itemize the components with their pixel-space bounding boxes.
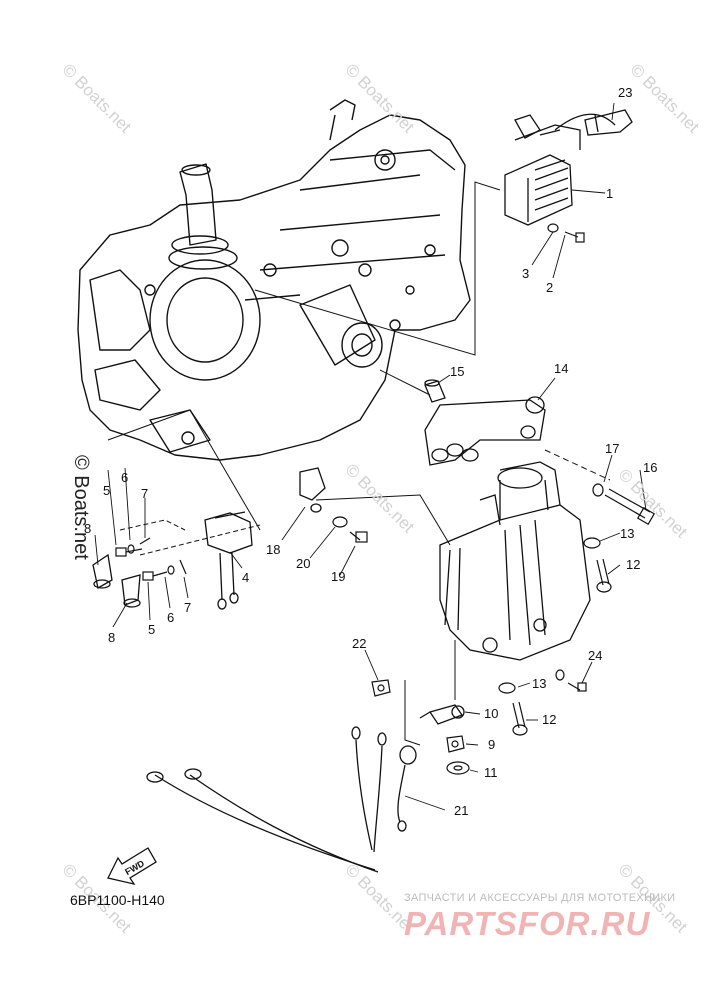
callout-11: 11 — [484, 765, 498, 780]
terminal-10 — [419, 704, 465, 725]
brand-subtitle: ЗАПЧАСТИ И АКСЕССУАРЫ ДЛЯ МОТОТЕХНИКИ — [404, 892, 676, 904]
caps-8 — [92, 553, 141, 608]
fwd-arrow: FWD — [107, 847, 157, 886]
bracket-14 — [424, 396, 546, 466]
washer-20 — [332, 516, 348, 528]
callouts: 1 2 3 4 5 5 6 6 7 7 8 8 9 10 11 12 12 13… — [84, 85, 657, 818]
callout-12b: 12 — [542, 712, 556, 727]
callout-5a: 5 — [103, 483, 110, 498]
watermark-vertical: © Boats.net — [70, 455, 92, 560]
leader-lines — [107, 181, 611, 746]
bolt-12 — [512, 558, 612, 736]
callout-5b: 5 — [148, 622, 155, 637]
callout-15: 15 — [450, 364, 464, 379]
diagram-code: 6BP1100-H140 — [70, 892, 165, 908]
nut-22 — [371, 679, 391, 697]
callout-23: 23 — [618, 85, 632, 100]
callout-18: 18 — [266, 542, 280, 557]
callout-17: 17 — [605, 441, 619, 456]
callout-21: 21 — [454, 803, 468, 818]
engine-block — [77, 99, 471, 461]
callout-8b: 8 — [108, 630, 115, 645]
callout-8a: 8 — [84, 521, 91, 536]
callout-7a: 7 — [141, 486, 148, 501]
callout-24: 24 — [588, 648, 602, 663]
bolt-19 — [349, 531, 368, 543]
callout-1: 1 — [606, 186, 613, 201]
washer-17 — [592, 483, 604, 497]
screw-2 — [564, 231, 585, 243]
callout-9: 9 — [488, 737, 495, 752]
bracket-23 — [584, 109, 633, 136]
bolt-16 — [604, 488, 656, 526]
bracket-18 — [299, 467, 326, 513]
callout-leaders — [94, 102, 647, 811]
callout-4: 4 — [242, 570, 249, 585]
callout-6a: 6 — [121, 470, 128, 485]
brand-logo: PARTSFOR.RU — [404, 905, 651, 942]
callout-22: 22 — [352, 636, 366, 651]
nut-9 — [446, 735, 465, 753]
callout-20: 20 — [296, 556, 310, 571]
washer-11 — [446, 761, 470, 775]
callout-14: 14 — [554, 361, 568, 376]
callout-3: 3 — [522, 266, 529, 281]
starter-motor — [439, 461, 591, 661]
callout-2: 2 — [546, 280, 553, 295]
rectifier-regulator — [504, 113, 616, 226]
screw-24 — [555, 669, 587, 692]
callout-12a: 12 — [626, 557, 640, 572]
washer-3 — [547, 223, 559, 233]
callout-19: 19 — [331, 569, 345, 584]
callout-10: 10 — [484, 706, 498, 721]
relay-4 — [204, 511, 253, 610]
callout-7b: 7 — [184, 600, 191, 615]
wire-harness-21 — [146, 726, 417, 873]
fasteners-5-6-7 — [115, 537, 187, 581]
collar-15 — [424, 379, 446, 403]
callout-6b: 6 — [167, 610, 174, 625]
callout-16: 16 — [643, 460, 657, 475]
washer-13 — [498, 537, 601, 694]
callout-13a: 13 — [620, 526, 634, 541]
callout-13b: 13 — [532, 676, 546, 691]
